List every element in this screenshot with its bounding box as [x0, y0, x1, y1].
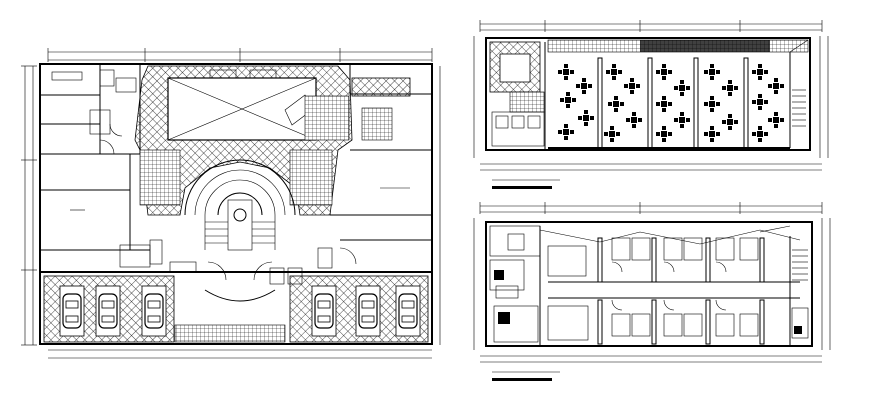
guest-rooms-top — [547, 237, 800, 283]
left-dim-ticks — [21, 48, 433, 346]
bottom-right-dim-ticks — [479, 202, 823, 214]
top-right-stair — [789, 39, 809, 148]
parked-cars-right — [311, 285, 421, 337]
guest-rooms-bottom — [547, 297, 800, 345]
top-right-floor-plan — [473, 20, 829, 189]
central-courtyard-block — [134, 65, 353, 216]
stair-treads — [205, 221, 275, 244]
title-underline-2 — [492, 378, 552, 381]
parking-strip — [40, 271, 432, 343]
left-top-rooms — [39, 63, 141, 155]
title-underline — [492, 186, 552, 189]
right-side-rooms — [317, 63, 433, 269]
top-right-dim-ticks — [479, 20, 823, 32]
left-floor-plan — [21, 48, 441, 359]
central-curved-stair — [184, 159, 296, 251]
bottom-right-stair — [789, 236, 809, 346]
bottom-right-floor-plan — [473, 202, 831, 381]
dining-tables — [558, 64, 784, 142]
dining-hall — [548, 57, 790, 149]
parked-cars-left — [59, 285, 167, 337]
reception-area — [169, 261, 303, 302]
left-side-rooms — [40, 154, 163, 268]
